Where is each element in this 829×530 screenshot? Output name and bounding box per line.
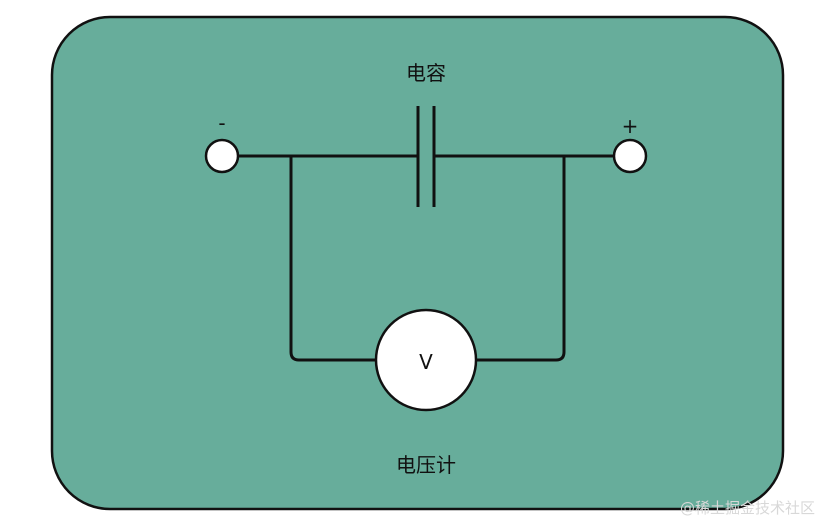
voltmeter-icon (374, 308, 478, 412)
capacitor-symbol (416, 106, 436, 207)
capacitor-label: 电容 (406, 61, 446, 85)
positive-terminal-icon (612, 138, 648, 174)
voltmeter-symbol-label: V (419, 350, 433, 374)
wire-voltmeter-right-branch (476, 156, 566, 362)
negative-terminal-label: - (218, 111, 225, 135)
voltmeter-label: 电压计 (396, 453, 456, 477)
diagram-panel (50, 15, 785, 511)
negative-terminal-icon (204, 138, 240, 174)
watermark: @稀土掘金技术社区 (679, 499, 815, 517)
wire-voltmeter-left-branch (289, 156, 376, 362)
wires (239, 154, 613, 362)
positive-terminal-label: + (622, 114, 639, 138)
